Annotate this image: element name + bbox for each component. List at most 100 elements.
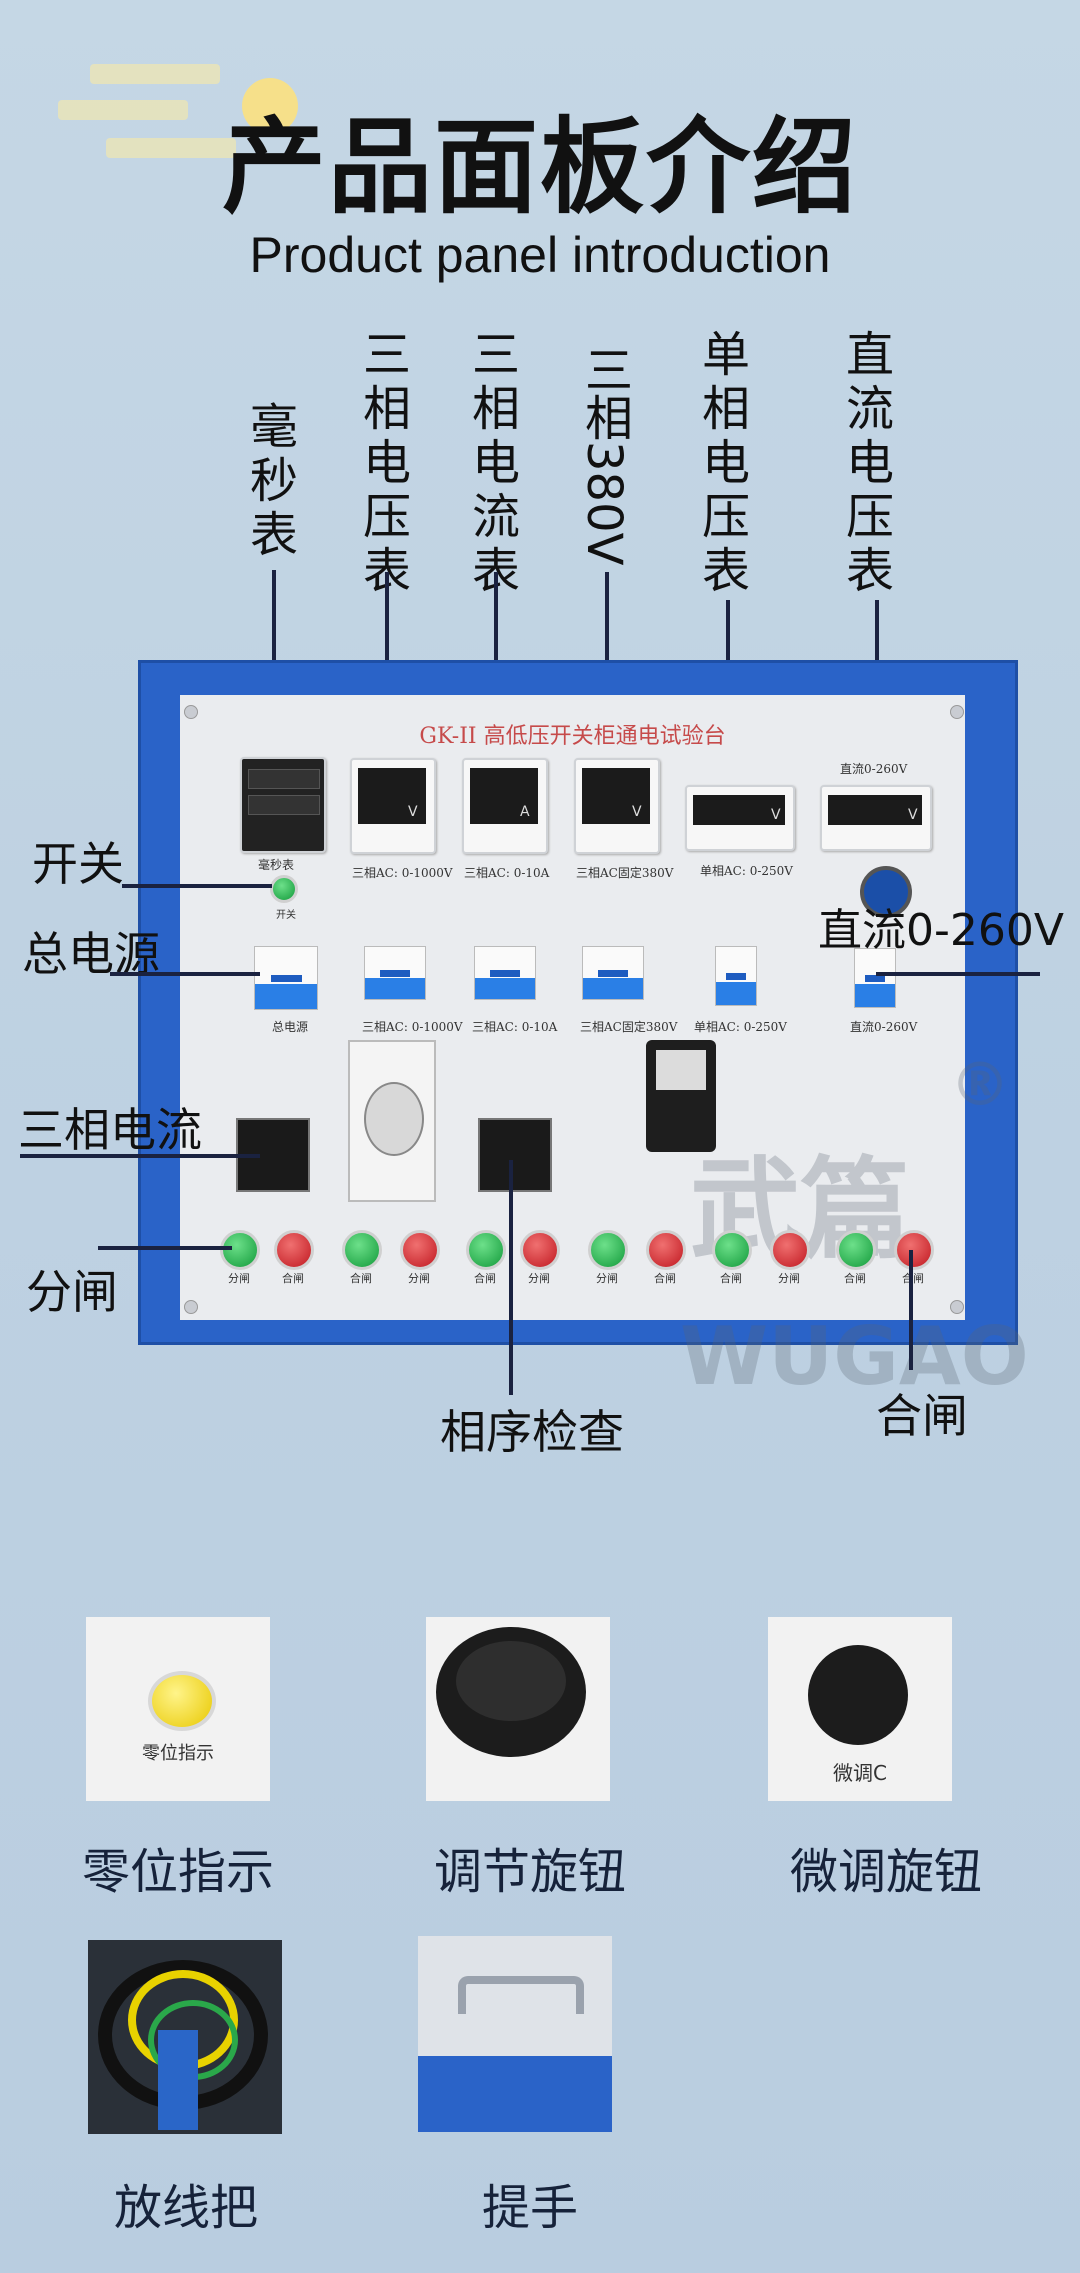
button-caption: 分闸 [528,1272,550,1285]
switch-caption: 开关 [276,910,296,921]
close-button[interactable] [400,1230,440,1270]
leader-line [122,884,272,888]
panel-title: GK-II 高低压开关柜通电试验台 [419,724,726,749]
button-caption: 分闸 [228,1272,250,1285]
product-thumb-handle [418,1936,612,2132]
label-three-phase-380v: 三相380V [574,345,634,576]
product-thumb-zero-indicator: 零位指示 [86,1617,270,1801]
leader-line [20,1154,260,1158]
trip-button[interactable] [342,1230,382,1270]
label-single-phase-voltmeter: 单相电压表 [701,327,750,599]
button-caption: 分闸 [408,1272,430,1285]
product-thumb-caption: 零位指示 [142,1743,214,1764]
breaker-single-phase[interactable] [715,946,757,1006]
meter-caption: 三相AC: 0-1000V [352,866,453,880]
label-millisecond-meter: 毫秒表 [249,399,298,563]
product-thumb-cable-spool [88,1940,282,2134]
page-subtitle: Product panel introduction [249,227,831,283]
trip-button[interactable] [712,1230,752,1270]
button-caption: 合闸 [654,1272,676,1285]
label-dc-0-260v: 直流0-260V [818,905,1064,956]
button-caption: 合闸 [844,1272,866,1285]
breaker-three-phase-380v[interactable] [582,946,644,1000]
button-caption: 分闸 [596,1272,618,1285]
close-button[interactable] [894,1230,934,1270]
leader-line [876,972,1040,976]
meter-unit: V [408,804,418,820]
button-caption: 分闸 [778,1272,800,1285]
breaker-caption: 单相AC: 0-250V [694,1020,787,1034]
phase-sequence-tester[interactable] [646,1040,716,1152]
trip-button[interactable] [220,1230,260,1270]
product-label-zero-indicator: 零位指示 [81,1844,274,1900]
meter-caption: 毫秒表 [258,858,295,872]
three-phase-ammeter: A [462,758,548,854]
panel-screw [950,705,964,719]
trip-button[interactable] [588,1230,628,1270]
leader-line [98,1246,232,1250]
breaker-caption: 总电源 [272,1020,309,1034]
breaker-caption: 三相AC: 0-10A [472,1020,558,1034]
header-decoration-bar [106,138,236,158]
product-label-adjust-knob: 调节旋钮 [433,1844,626,1900]
leader-line [909,1250,913,1370]
dc-voltmeter: V [820,785,932,851]
close-button[interactable] [520,1230,560,1270]
button-caption: 合闸 [350,1272,372,1285]
meter-caption: 单相AC: 0-250V [700,864,793,878]
label-three-phase-380v-text: 三相380V [576,345,632,566]
label-three-phase-voltmeter: 三相电压表 [362,327,411,599]
leader-line [509,1160,513,1395]
label-trip: 分闸 [26,1265,118,1319]
meter-unit: V [632,804,642,820]
header-decoration-dot [242,78,298,134]
meter-unit: V [771,807,781,823]
watermark-english: WUGAO [680,1310,1029,1403]
breaker-dc[interactable] [854,948,896,1008]
label-three-phase-current: 三相电流 [18,1103,202,1157]
phase-sequence-selector[interactable] [478,1118,552,1192]
panel-screw [184,1300,198,1314]
leader-line [110,972,260,976]
label-switch: 开关 [32,837,124,891]
label-dc-voltmeter: 直流电压表 [845,327,894,599]
button-caption: 合闸 [902,1272,924,1285]
breaker-caption: 三相AC: 0-1000V [362,1020,463,1034]
panel-screw [950,1300,964,1314]
meter-caption: 三相AC: 0-10A [464,866,550,880]
product-label-handle: 提手 [481,2180,578,2236]
breaker-three-phase-voltage[interactable] [364,946,426,1000]
close-button[interactable] [274,1230,314,1270]
voltage-regulator[interactable] [348,1040,436,1202]
label-three-phase-ammeter: 三相电流表 [471,327,520,599]
breaker-three-phase-current[interactable] [474,946,536,1000]
label-phase-sequence-check: 相序检查 [440,1405,624,1459]
breaker-caption: 直流0-260V [850,1020,918,1034]
product-label-fine-knob: 微调旋钮 [789,1844,982,1900]
meter-caption: 直流0-260V [840,762,908,776]
button-caption: 合闸 [282,1272,304,1285]
panel-screw [184,705,198,719]
three-phase-voltmeter: V [350,758,436,854]
close-button[interactable] [646,1230,686,1270]
page-title: 产品面板介绍 [221,106,858,228]
meter-caption: 三相AC固定380V [576,866,674,880]
product-thumb-fine-knob: 微调C [768,1617,952,1801]
product-thumb-caption: 微调C [833,1761,887,1785]
breaker-main-power[interactable] [254,946,318,1010]
trip-button[interactable] [836,1230,876,1270]
button-caption: 合闸 [720,1272,742,1285]
meter-unit: V [908,807,918,823]
trip-button[interactable] [466,1230,506,1270]
label-close: 合闸 [876,1389,968,1443]
power-switch-button[interactable] [270,875,298,903]
meter-unit: A [520,804,530,820]
dc-adjust-knob[interactable] [860,866,912,918]
single-phase-voltmeter: V [685,785,795,851]
product-thumb-adjust-knob [426,1617,610,1801]
millisecond-meter [240,757,326,853]
close-button[interactable] [770,1230,810,1270]
watermark-registered-icon: ® [950,1050,1010,1120]
header-decoration-bar [58,100,188,120]
three-phase-380v-meter: V [574,758,660,854]
